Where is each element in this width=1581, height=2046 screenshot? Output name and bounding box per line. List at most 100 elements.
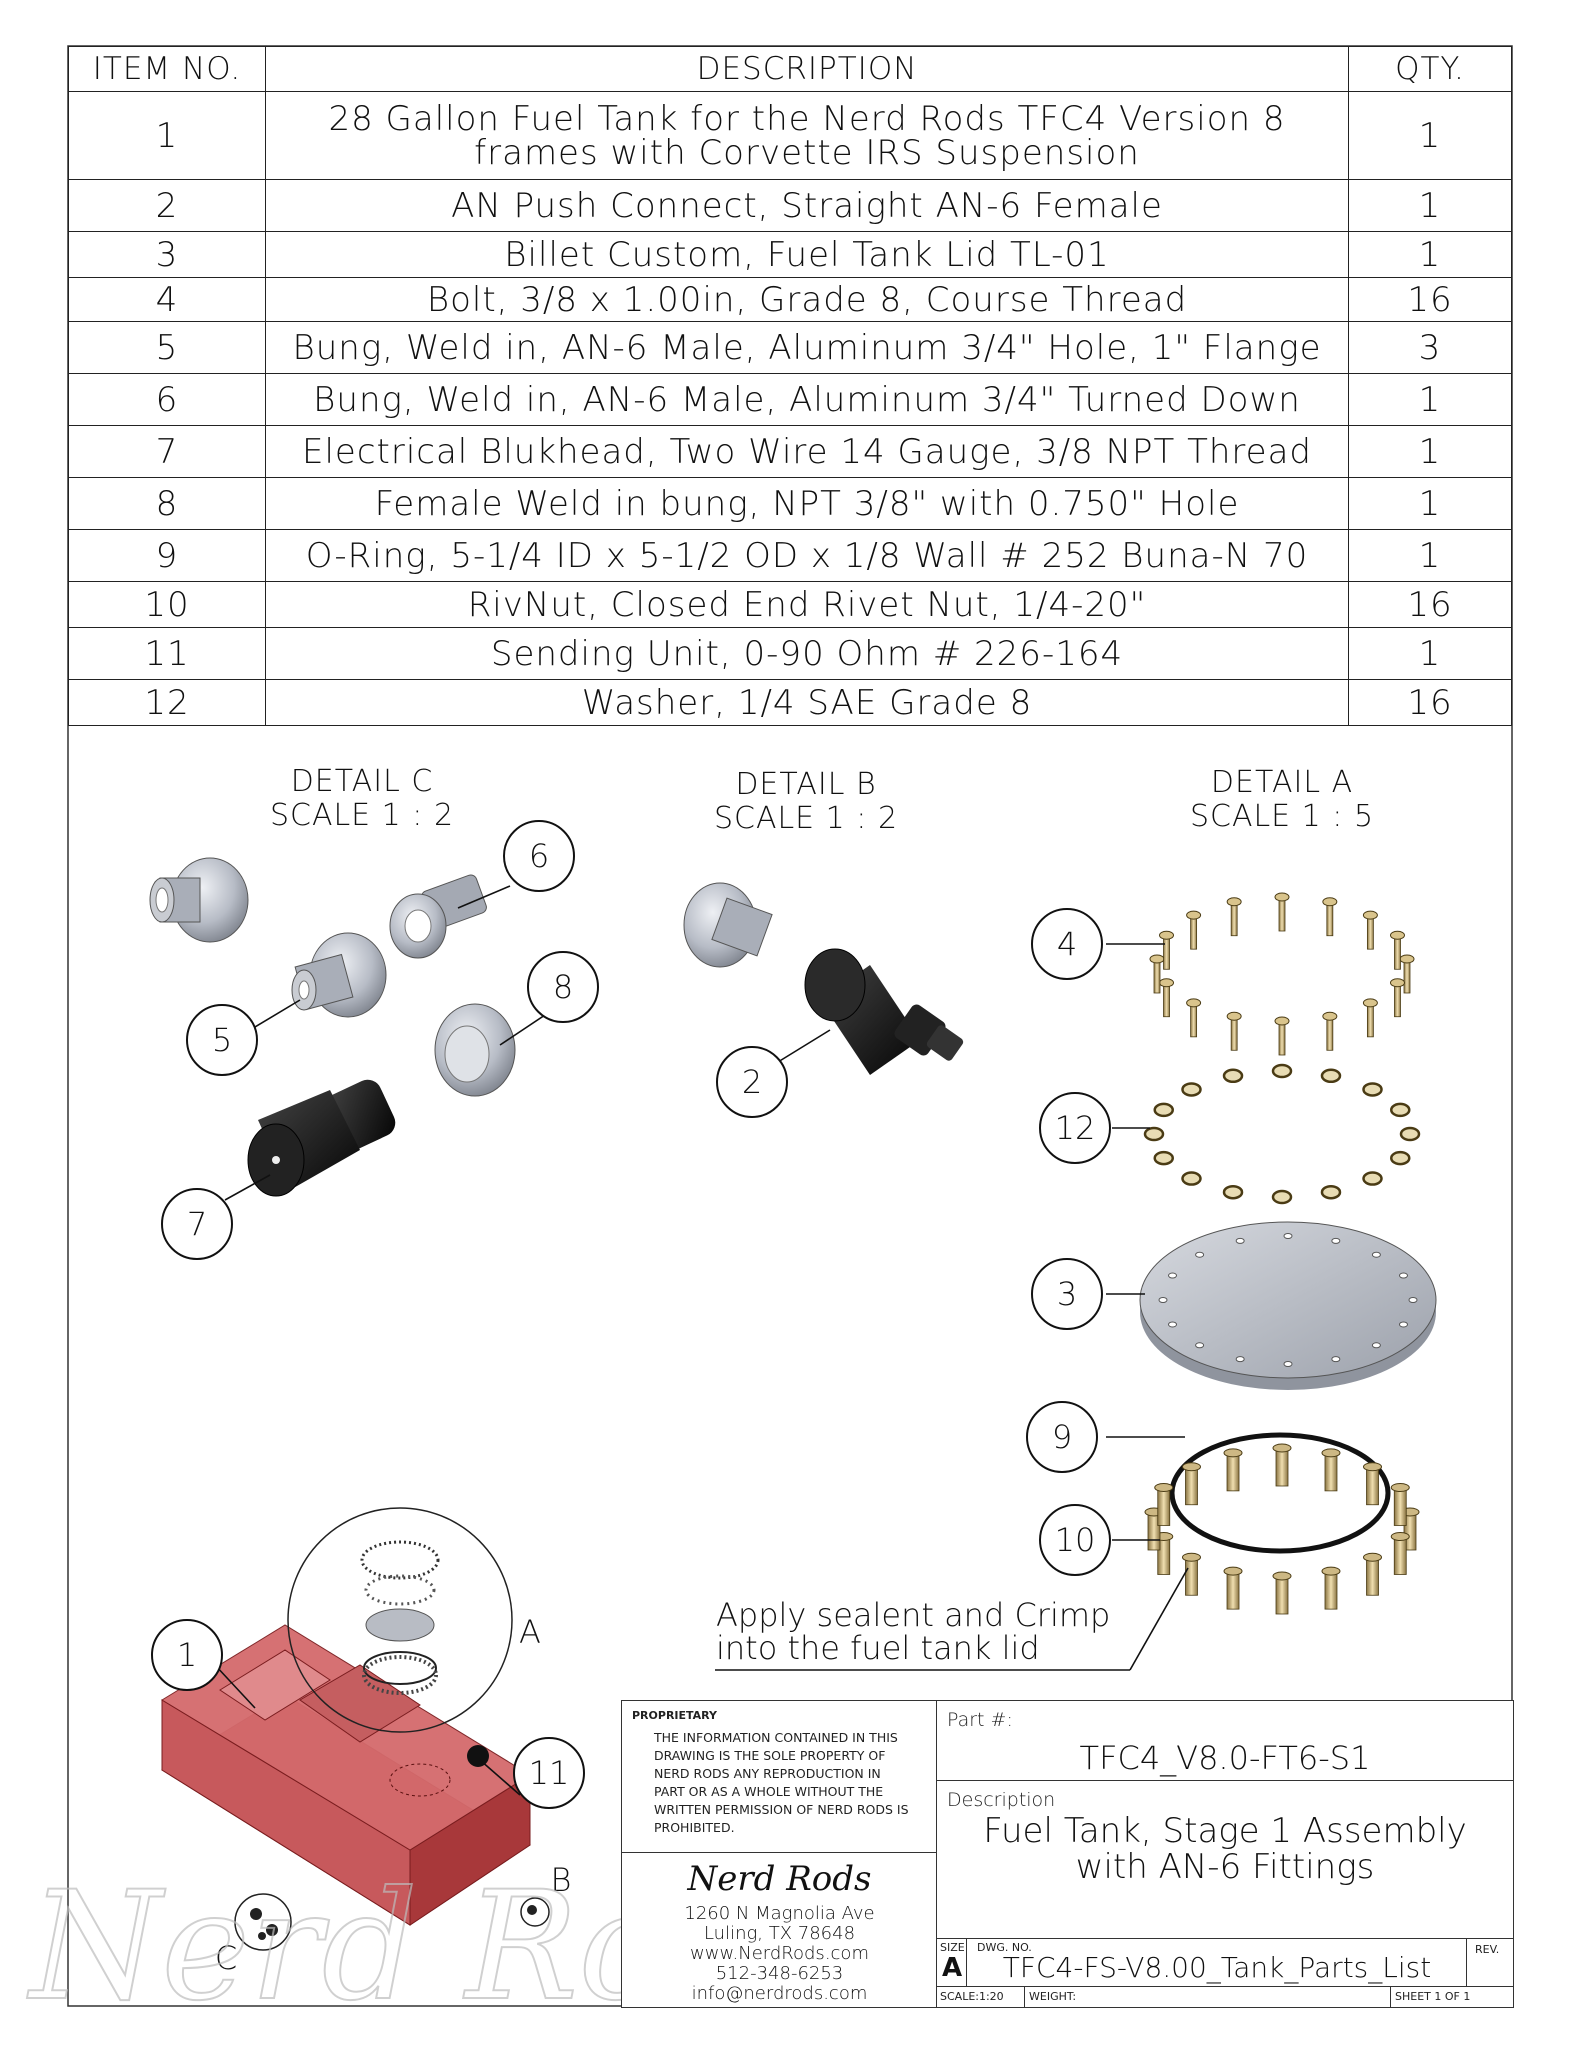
dwg-label: DWG. NO. (977, 1941, 1032, 1954)
washer (1271, 1189, 1293, 1205)
detail-c-scale: SCALE 1 : 2 (270, 798, 454, 833)
bolt (1226, 1011, 1242, 1051)
rev-label: REV. (1475, 1943, 1500, 1956)
bung-5-detail-b (683, 882, 773, 968)
washer (1390, 1102, 1411, 1118)
sheet-label: SHEET 1 OF 1 (1395, 1990, 1471, 2003)
lid-hole (1398, 1272, 1408, 1279)
callout-5: 5 (186, 1004, 258, 1076)
bolt (1274, 1016, 1290, 1056)
callout-11: 11 (513, 1737, 585, 1809)
detail-a-scale: SCALE 1 : 5 (1190, 799, 1374, 834)
rivnut (1272, 1571, 1292, 1615)
bolt (1149, 954, 1165, 994)
lid-hole (1195, 1342, 1205, 1349)
company-phone: 512-348-6253 (715, 1963, 844, 1984)
rivnut (1272, 1443, 1292, 1487)
lid-hole (1371, 1251, 1381, 1258)
push-connect-2 (804, 948, 964, 1075)
washer (1153, 1150, 1174, 1166)
washer (1181, 1171, 1202, 1186)
company-address1: 1260 N Magnolia Ave (684, 1903, 875, 1924)
lid-hole (1371, 1342, 1381, 1349)
weight-box: WEIGHT: (1024, 1986, 1392, 2008)
rivnuts-ring-10 (1144, 1443, 1420, 1615)
scale-label: SCALE:1:20 (940, 1990, 1004, 2003)
rivnut (1363, 1462, 1383, 1506)
company-name: Nerd Rods (687, 1859, 872, 1899)
bom-quantity: 16 (1348, 277, 1512, 322)
callout-8: 8 (527, 951, 599, 1023)
rivnut (1390, 1531, 1410, 1575)
proprietary-line: PROHIBITED. (654, 1820, 735, 1835)
bung-5-top-left (149, 857, 249, 943)
callout-9: 9 (1026, 1401, 1098, 1473)
callout-number: 8 (553, 968, 573, 1006)
description-line1: Fuel Tank, Stage 1 Assembly (983, 1811, 1467, 1851)
callout-number: 4 (1057, 925, 1077, 963)
detail-c-bubble (234, 1893, 292, 1951)
revision-box: REV. (1466, 1938, 1514, 1988)
rivnut (1223, 1566, 1243, 1610)
washer (1362, 1171, 1383, 1186)
callout-number: 5 (212, 1021, 232, 1059)
bolt (1399, 954, 1415, 994)
lid-hole (1398, 1321, 1408, 1328)
bom-item-number: 4 (68, 277, 266, 322)
lid-hole (1283, 1361, 1293, 1367)
bom-quantity: 1 (1348, 477, 1512, 530)
part-number: TFC4_V8.0-FT6-S1 (1079, 1739, 1371, 1777)
proprietary-line: DRAWING IS THE SOLE PROPERTY OF (654, 1748, 886, 1763)
fuel-tank-lid-3 (1139, 1221, 1437, 1390)
bom-description: Washer, 1/4 SAE Grade 8 (265, 679, 1349, 726)
detail-b-label: B (551, 1861, 572, 1899)
lid-hole (1168, 1272, 1178, 1279)
callout-6: 6 (503, 820, 575, 892)
lid-hole (1168, 1321, 1178, 1328)
bom-item-number: 7 (68, 425, 266, 478)
bung-5-middle (291, 932, 387, 1018)
company-info-box: Nerd Rods 1260 N Magnolia Ave Luling, TX… (621, 1852, 938, 2008)
washer (1390, 1150, 1411, 1166)
callout-7: 7 (161, 1188, 233, 1260)
bom-item-number: 6 (68, 373, 266, 426)
callout-12: 12 (1039, 1092, 1111, 1164)
callout-number: 2 (742, 1063, 762, 1101)
part-label: Part #: (947, 1709, 1013, 1731)
fuel-tank-1 (161, 1624, 531, 1926)
bom-item-number: 3 (68, 231, 266, 278)
bolt (1389, 978, 1405, 1018)
bolt (1159, 930, 1175, 970)
size-label: SIZE (940, 1941, 965, 1954)
proprietary-line: WRITTEN PERMISSION OF NERD RODS IS (654, 1802, 909, 1817)
bolt (1159, 978, 1175, 1018)
washer (1271, 1063, 1293, 1079)
bom-quantity: 1 (1348, 425, 1512, 478)
detail-a-name: DETAIL A (1211, 765, 1353, 800)
bom-header-description: DESCRIPTION (265, 46, 1349, 92)
bom-quantity: 1 (1348, 91, 1512, 180)
bolt (1362, 910, 1378, 950)
description-box: Description Fuel Tank, Stage 1 Assembly … (936, 1780, 1514, 1940)
bom-description: Sending Unit, 0-90 Ohm # 226-164 (265, 627, 1349, 680)
bolt (1322, 1011, 1338, 1051)
bom-header-row: ITEM NO. DESCRIPTION QTY. (68, 46, 1512, 92)
washer (1222, 1184, 1244, 1200)
washer (1362, 1082, 1383, 1097)
detail-a-bubble (287, 1507, 513, 1733)
callout-number: 10 (1055, 1521, 1096, 1559)
bom-description: AN Push Connect, Straight AN-6 Female (265, 179, 1349, 232)
sealant-note-line1: Apply sealent and Crimp (716, 1596, 1110, 1634)
bom-quantity: 16 (1348, 581, 1512, 628)
lid-hole (1331, 1356, 1341, 1363)
detail-b-bubble (520, 1897, 550, 1927)
bom-item-number: 5 (68, 321, 266, 374)
bom-description: Bung, Weld in, AN-6 Male, Aluminum 3/4" … (265, 373, 1349, 426)
